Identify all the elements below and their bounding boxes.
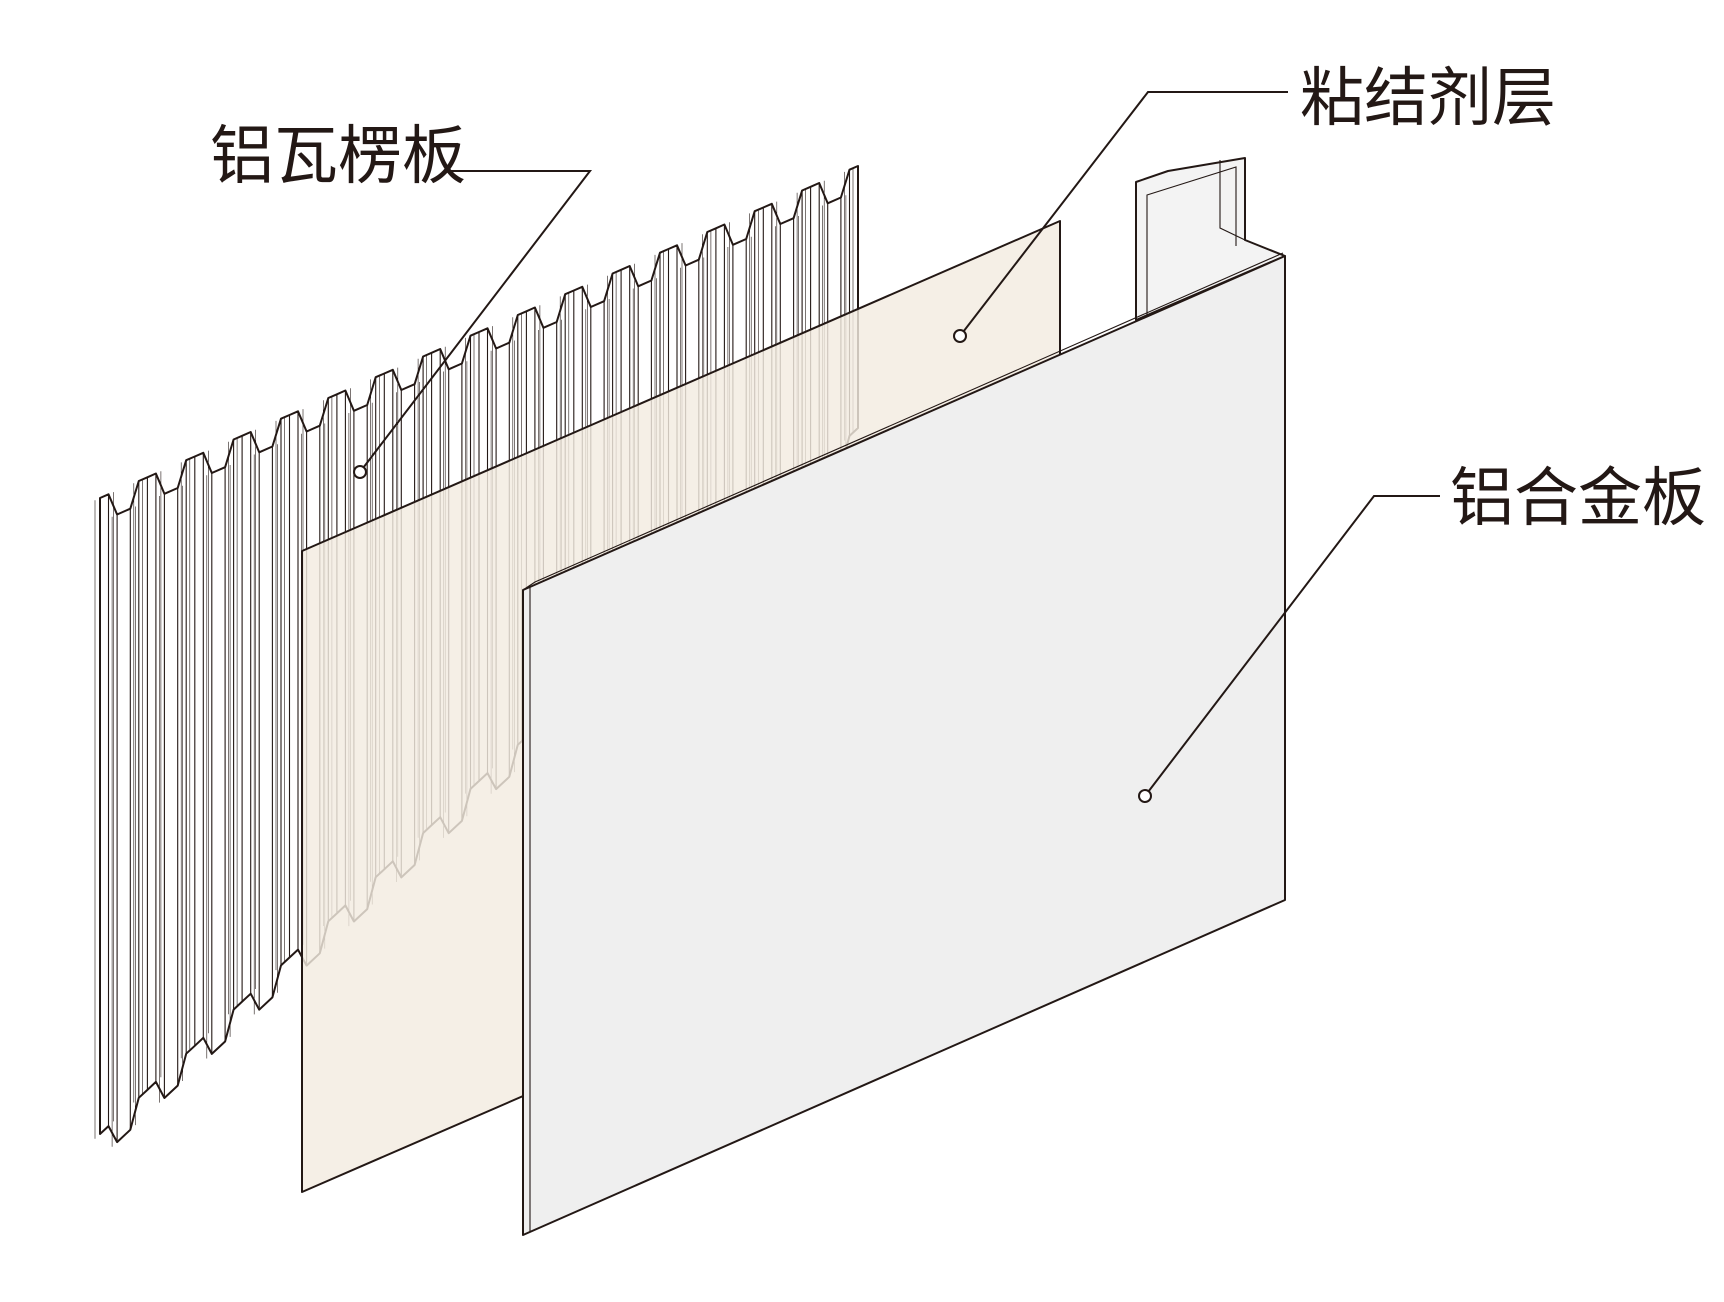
alloy-sheet-flange-lip (1219, 160, 1246, 241)
label-adhesive-layer: 粘结剂层 (1300, 62, 1556, 136)
leader-line-corrugated (359, 170, 593, 473)
callout-dot-alloy (1138, 789, 1152, 803)
callout-dot-adhesive (953, 329, 967, 343)
label-corrugated-sheet: 铝瓦楞板 (210, 120, 466, 194)
label-alloy-sheet: 铝合金板 (1450, 462, 1706, 536)
alloy-sheet-thickness-top (522, 252, 1284, 591)
callout-dot-corrugated (353, 465, 367, 479)
leader-line-adhesive (959, 91, 1288, 337)
callout-corrugated: 铝瓦楞板 (210, 120, 593, 479)
callout-alloy: 铝合金板 (1138, 462, 1706, 803)
alloy-sheet-flange-inner-edge (1146, 166, 1237, 327)
alloy-sheet (522, 157, 1286, 1236)
leader-line-alloy (1144, 495, 1440, 797)
callout-adhesive: 粘结剂层 (953, 62, 1556, 343)
